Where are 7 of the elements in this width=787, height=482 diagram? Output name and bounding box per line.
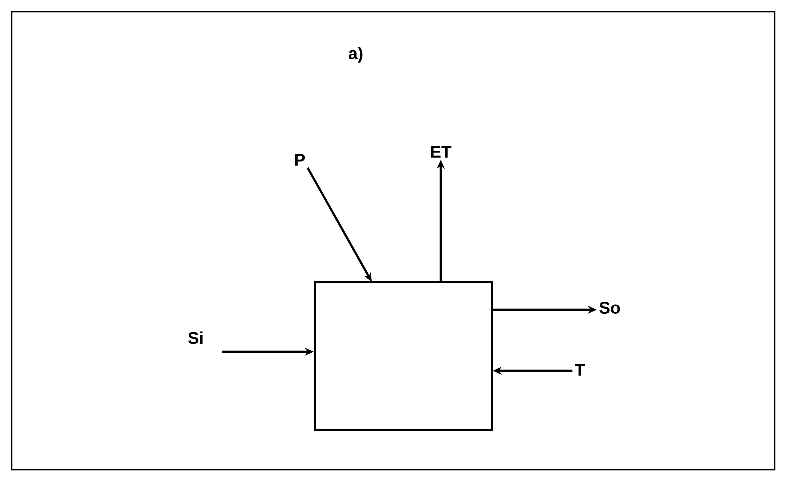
variable-label: ET [431, 146, 452, 158]
process-box [314, 281, 493, 431]
variable-label: P [296, 154, 306, 166]
panel-label: a) [348, 47, 363, 63]
variable-label: T [575, 364, 585, 376]
variable-label: So [600, 302, 620, 314]
variable-label: Si [188, 332, 203, 344]
